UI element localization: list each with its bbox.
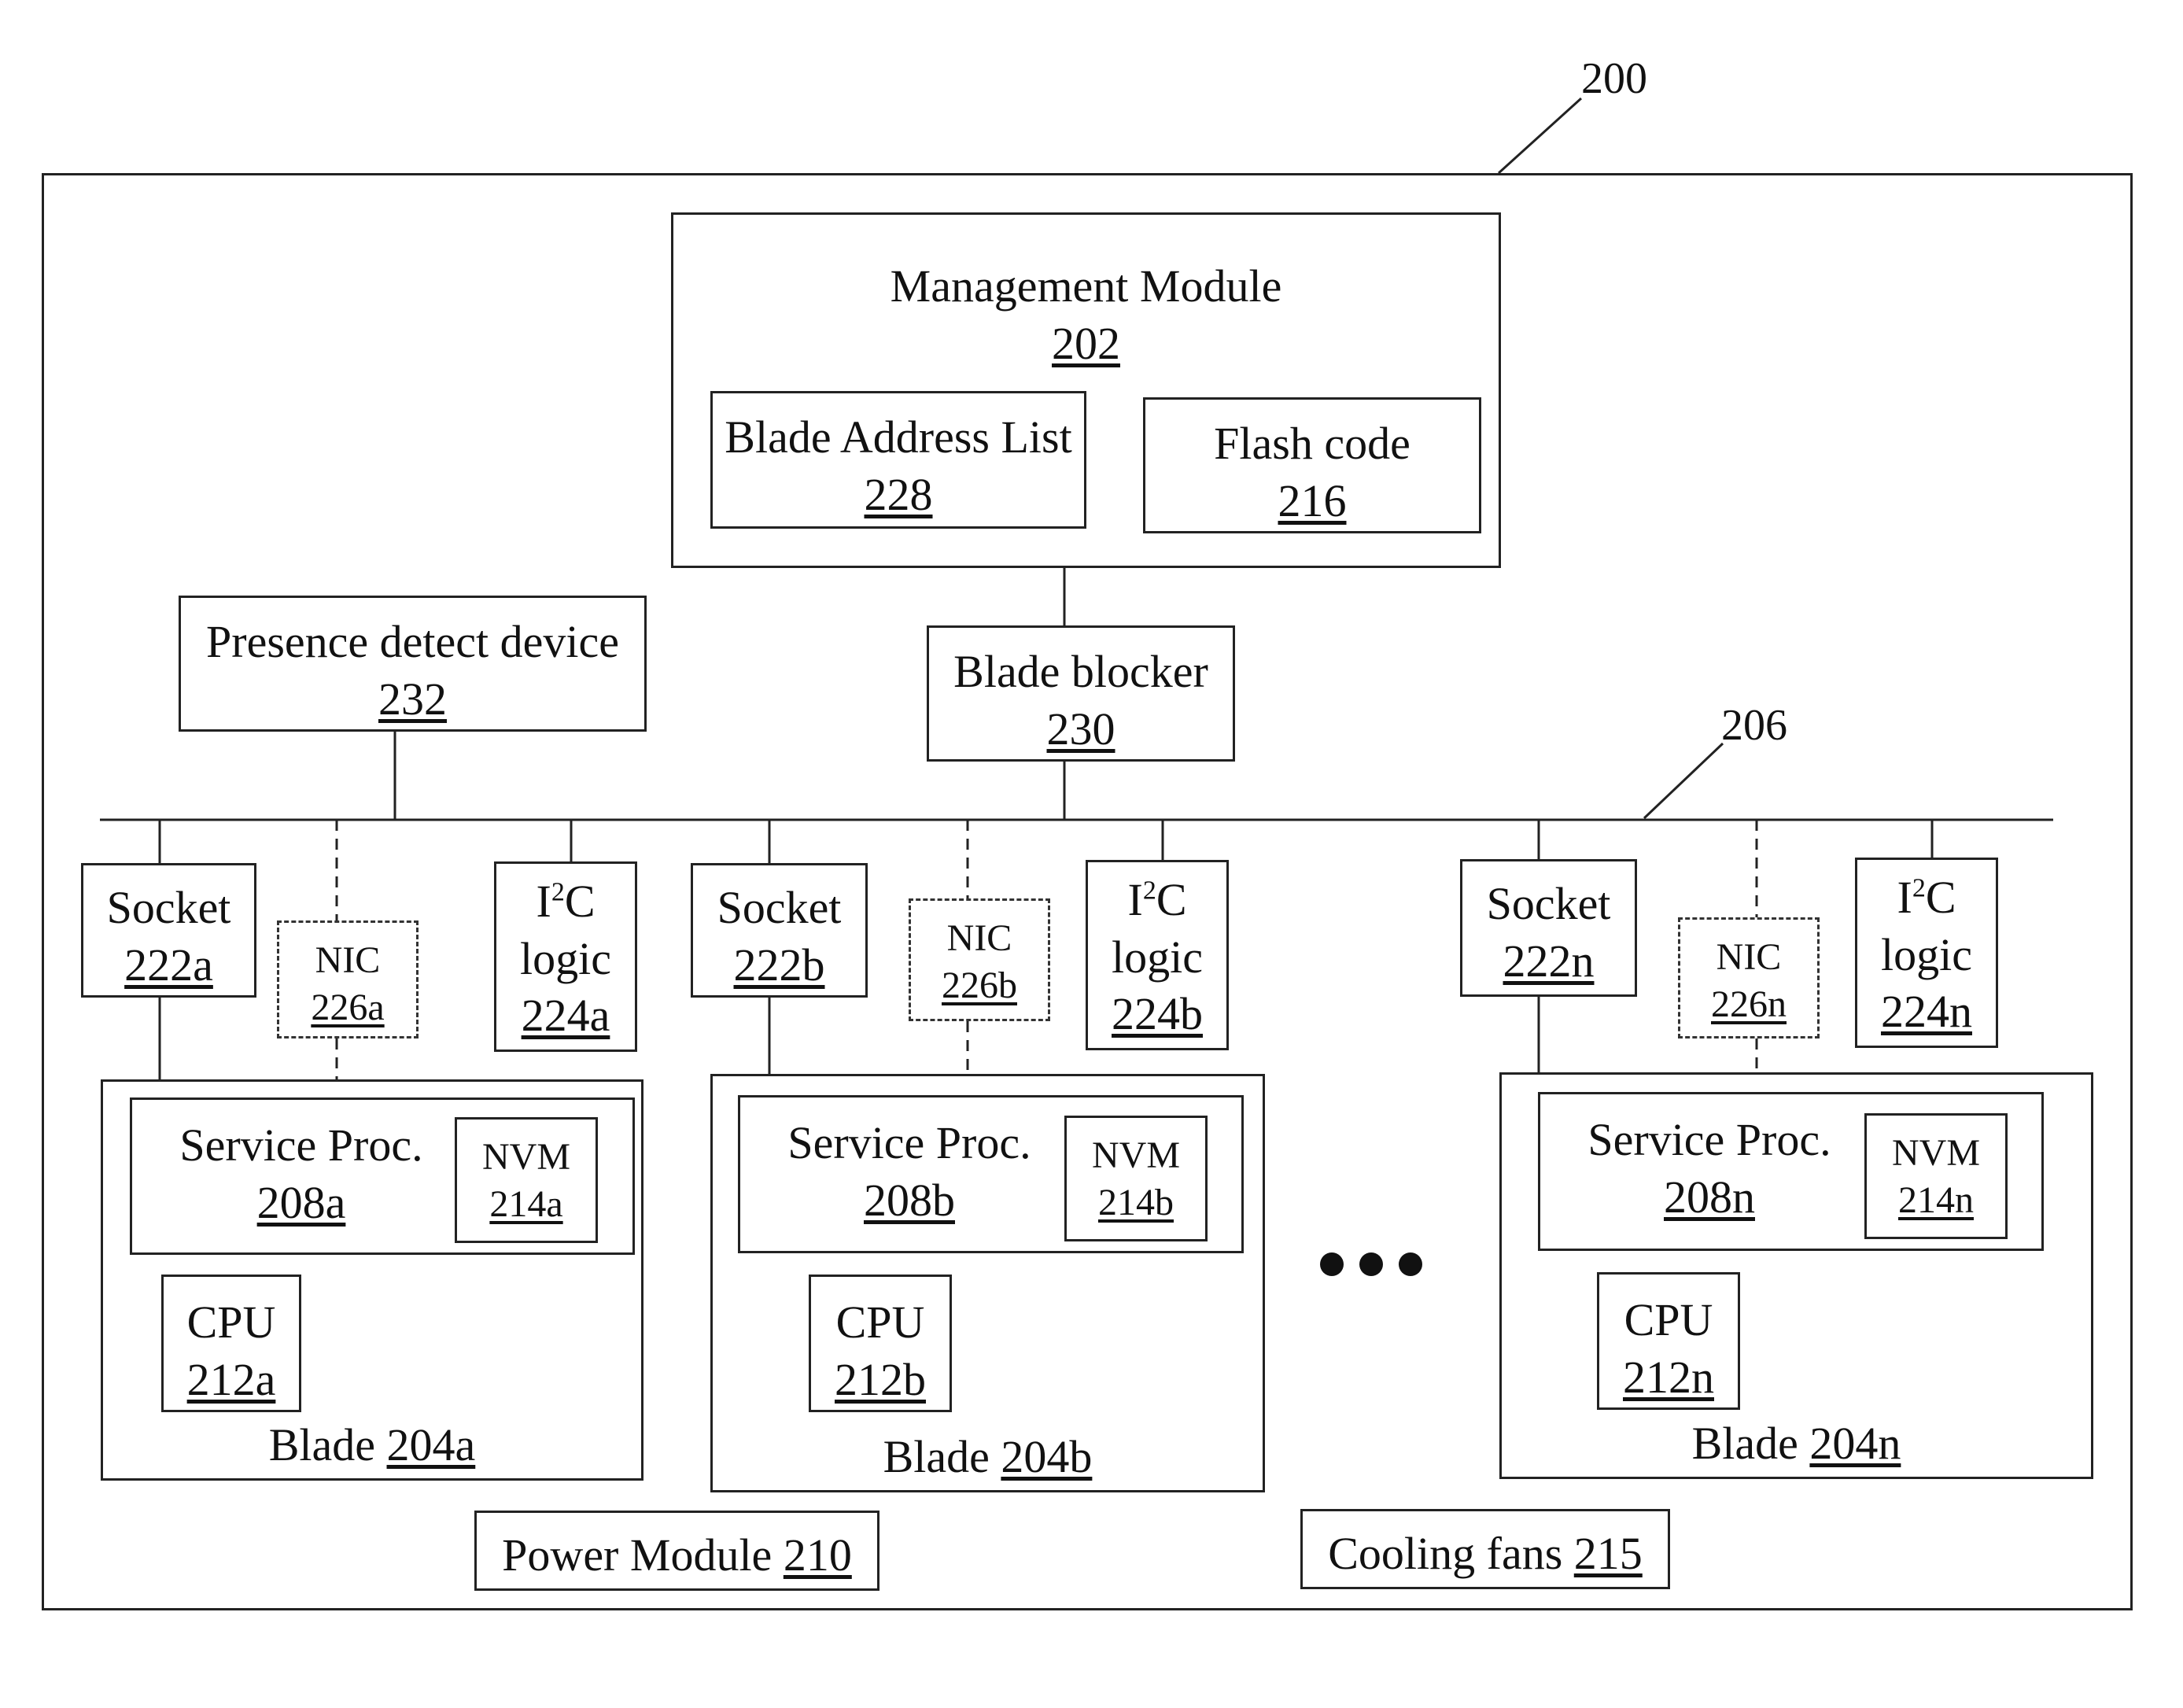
i2c-logic-224b: I2C logic 224b (1086, 860, 1229, 1050)
cpu-number: 212b (835, 1353, 926, 1405)
service-proc-label: Service Proc. (1587, 1114, 1831, 1165)
service-proc-label: Service Proc. (179, 1120, 423, 1171)
flash-code: Flash code 216 (1143, 397, 1481, 533)
callout-200-leader (1497, 97, 1583, 175)
cpu-label: CPU (1624, 1294, 1713, 1345)
socket-number: 222b (733, 939, 825, 990)
blade-address-list-number: 228 (864, 468, 933, 520)
socket-number: 222a (124, 939, 213, 990)
socket-label: Socket (717, 882, 842, 933)
nic-label: NIC (1716, 936, 1782, 978)
cpu-label: CPU (835, 1297, 925, 1348)
nvm-number: 214n (1898, 1179, 1974, 1221)
i2c-title: I2C (536, 876, 596, 927)
nic-226b: NIC 226b (909, 898, 1050, 1021)
callout-206: 206 (1721, 701, 1787, 750)
i2c-logic-label: logic (1112, 931, 1203, 983)
blade-label: Blade (1691, 1417, 1798, 1469)
nvm-label: NVM (481, 1136, 570, 1178)
management-module-number: 202 (1052, 317, 1120, 369)
nvm-number: 214b (1098, 1182, 1174, 1223)
chassis-200 (42, 173, 2133, 1610)
blade-blocker: Blade blocker 230 (927, 625, 1235, 762)
i2c-logic-label: logic (520, 932, 611, 984)
flash-code-number: 216 (1278, 474, 1347, 526)
management-module-title: Management Module (890, 260, 1282, 312)
nvm-214n: NVM 214n (1864, 1113, 2008, 1239)
service-proc-label: Service Proc. (787, 1117, 1031, 1168)
service-proc-number: 208a (256, 1176, 346, 1228)
socket-222b: Socket 222b (691, 863, 868, 998)
callout-200: 200 (1581, 54, 1647, 103)
blade-number: 204n (1809, 1417, 1901, 1469)
cpu-number: 212a (186, 1353, 276, 1405)
socket-222a: Socket 222a (81, 863, 256, 998)
cooling-fans-number: 215 (1573, 1528, 1643, 1579)
nvm-number: 214a (489, 1183, 563, 1225)
cpu-label: CPU (186, 1297, 276, 1348)
nvm-label: NVM (1091, 1134, 1180, 1176)
blade-label: Blade (883, 1430, 990, 1482)
socket-number: 222n (1503, 935, 1595, 987)
i2c-number: 224n (1881, 986, 1972, 1037)
cooling-fans: Cooling fans 215 (1300, 1509, 1670, 1589)
presence-detect-title: Presence detect device (206, 616, 619, 667)
flash-code-title: Flash code (1214, 418, 1410, 469)
i2c-title: I2C (1127, 874, 1187, 925)
service-proc-number: 208b (864, 1174, 955, 1226)
service-proc-number: 208n (1664, 1171, 1755, 1223)
nic-number: 226n (1711, 983, 1787, 1025)
power-module-number: 210 (783, 1529, 852, 1581)
blade-number: 204a (386, 1418, 476, 1470)
callout-206-leader (1643, 742, 1724, 820)
blade-blocker-title: Blade blocker (953, 646, 1208, 697)
nic-number: 226b (942, 965, 1017, 1006)
nvm-214b: NVM 214b (1064, 1116, 1208, 1241)
i2c-logic-224a: I2C logic 224a (494, 861, 637, 1052)
blade-address-list: Blade Address List 228 (710, 391, 1086, 529)
nic-number: 226a (311, 987, 385, 1028)
presence-detect-device: Presence detect device 232 (179, 596, 647, 732)
blade-number: 204b (1001, 1430, 1093, 1482)
cpu-212n: CPU 212n (1597, 1272, 1740, 1410)
blade-blocker-number: 230 (1046, 703, 1115, 754)
i2c-logic-224n: I2C logic 224n (1855, 858, 1998, 1048)
i2c-title: I2C (1897, 872, 1956, 923)
cpu-212a: CPU 212a (161, 1275, 301, 1412)
presence-detect-number: 232 (378, 673, 447, 725)
i2c-number: 224a (521, 990, 610, 1041)
nic-226a: NIC 226a (277, 920, 419, 1038)
power-module: Power Module 210 (474, 1511, 879, 1591)
cooling-fans-title: Cooling fans (1328, 1528, 1563, 1579)
nvm-label: NVM (1891, 1132, 1980, 1174)
socket-222n: Socket 222n (1460, 859, 1637, 997)
nic-label: NIC (946, 917, 1012, 959)
power-module-title: Power Module (502, 1529, 773, 1581)
i2c-logic-label: logic (1881, 928, 1972, 980)
cpu-212b: CPU 212b (809, 1275, 952, 1412)
nic-label: NIC (315, 939, 381, 981)
blade-label: Blade (268, 1418, 376, 1470)
cpu-number: 212n (1623, 1351, 1714, 1403)
nic-226n: NIC 226n (1678, 917, 1820, 1038)
i2c-number: 224b (1112, 988, 1203, 1039)
nvm-214a: NVM 214a (455, 1117, 598, 1243)
socket-label: Socket (1486, 878, 1611, 929)
blade-address-list-title: Blade Address List (725, 411, 1072, 463)
socket-label: Socket (106, 882, 231, 933)
